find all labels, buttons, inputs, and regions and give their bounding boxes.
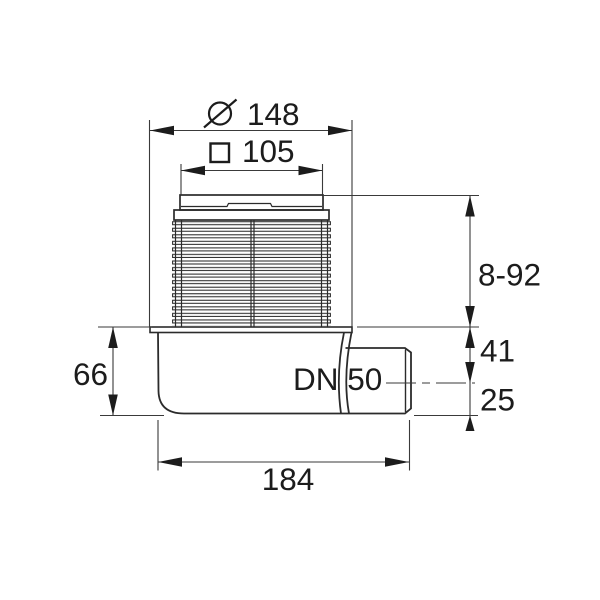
arrow-dia148-right [328, 125, 352, 136]
arrow-sq105-right [298, 165, 323, 176]
body-socket-curve-left [337, 332, 345, 414]
arrow-adj-bottom [465, 306, 475, 327]
riser-walls [174, 220, 329, 327]
body-socket-curve-right [345, 332, 353, 414]
sump-body-outline [157, 332, 412, 415]
dim-outlet-center-to-bottom-value: 25 [480, 382, 515, 418]
diameter-symbol-slash [203, 98, 238, 129]
arrow-length184-right [385, 457, 409, 467]
dim-body-length-value: 184 [262, 461, 315, 497]
dim-grate-square-value: 105 [242, 133, 295, 169]
frame-collar [173, 209, 330, 221]
arrow-length184-left [158, 457, 182, 467]
arrowheads [108, 125, 475, 467]
dim-sump-depth-value: 66 [73, 356, 108, 392]
diameter-symbol-icon [207, 101, 233, 126]
drain-part [149, 194, 412, 415]
grate-top-plate [179, 194, 324, 211]
dim-flange-to-outlet-center-value: 41 [480, 333, 515, 369]
dim-height-adjustment-value: 8-92 [478, 257, 541, 293]
square-symbol-icon [209, 142, 231, 164]
flange [149, 326, 353, 334]
arrow-41-bottom [465, 362, 475, 383]
arrow-25-bottom [465, 415, 475, 431]
grate-seam-line [181, 202, 322, 208]
arrow-66-top [108, 327, 118, 348]
arrow-dia148-left [150, 125, 174, 136]
arrow-adj-top [465, 195, 475, 217]
arrow-41-top [465, 327, 475, 348]
dim-outlet-size-label: DN 50 [293, 361, 382, 397]
arrow-sq105-left [181, 165, 205, 176]
dimension-symbols [203, 98, 238, 164]
dimension-labels: 148 105 8-92 41 25 66 184 DN 50 [73, 96, 541, 497]
arrow-66-bottom [108, 394, 118, 416]
dim-flange-diameter-value: 148 [247, 96, 300, 132]
